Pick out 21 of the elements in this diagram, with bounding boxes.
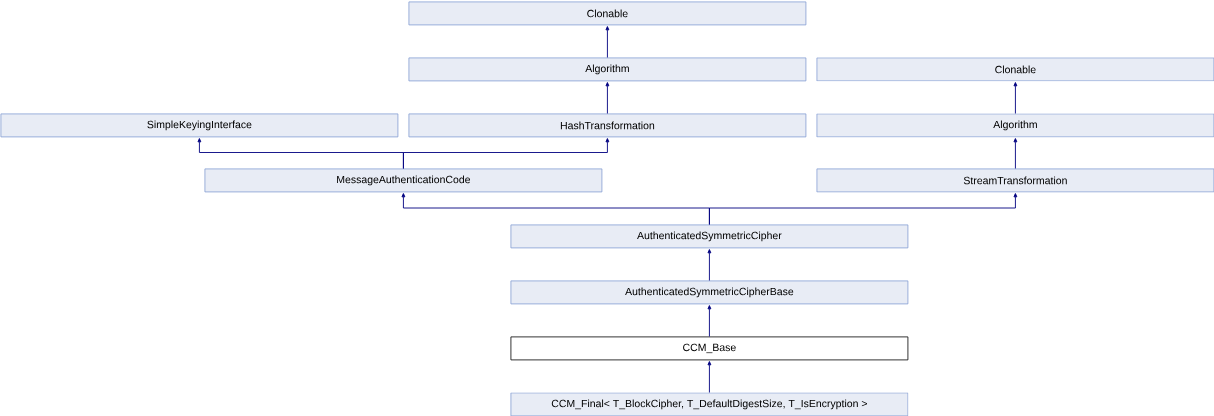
class-box: CCM_Final< T_BlockCipher, T_DefaultDigestSize, T_IsEncryption > bbox=[510, 392, 909, 416]
class-box: AuthenticatedSymmetricCipher bbox=[510, 224, 909, 249]
inheritance-arrow bbox=[707, 361, 712, 393]
class-box: CCM_Base bbox=[510, 336, 909, 361]
class-box: MessageAuthenticationCode bbox=[204, 168, 603, 193]
class-box: Algorithm bbox=[816, 113, 1214, 138]
inheritance-arrow bbox=[708, 193, 1018, 225]
class-box: Clonable bbox=[408, 1, 807, 26]
class-box: AuthenticatedSymmetricCipherBase bbox=[510, 280, 909, 305]
inheritance-arrow bbox=[402, 138, 610, 169]
class-box: SimpleKeyingInterface bbox=[0, 113, 399, 138]
inheritance-arrow bbox=[605, 82, 610, 114]
inheritance-arrow bbox=[707, 249, 712, 281]
inheritance-arrow bbox=[1013, 82, 1018, 114]
inheritance-arrow bbox=[605, 26, 610, 58]
inheritance-arrow bbox=[707, 305, 712, 337]
class-box: Algorithm bbox=[408, 57, 807, 82]
class-box: Clonable bbox=[816, 57, 1214, 82]
class-box: StreamTransformation bbox=[816, 168, 1214, 193]
class-box: HashTransformation bbox=[408, 113, 807, 138]
inheritance-arrow bbox=[1013, 138, 1018, 169]
